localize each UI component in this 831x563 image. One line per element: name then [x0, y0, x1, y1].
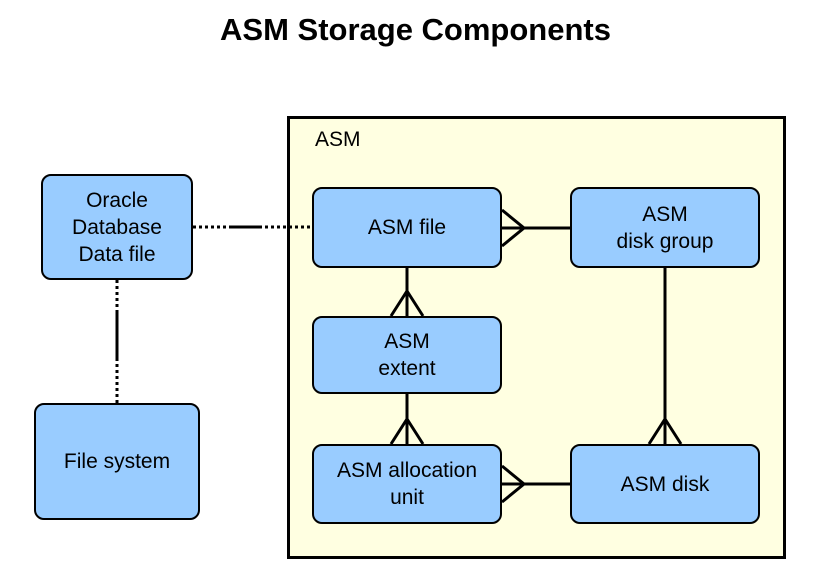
asm-extent-box: ASM extent — [312, 316, 502, 394]
oracle-data-file-label: Oracle Database Data file — [72, 188, 162, 266]
asm-disk-group-label: ASM disk group — [616, 202, 714, 253]
asm-allocation-unit-label: ASM allocation unit — [336, 459, 478, 509]
crowfoot-au-disk — [501, 464, 527, 504]
crowfoot-asmfile-extent — [389, 288, 425, 317]
asm-disk-box: ASM disk — [570, 444, 760, 524]
asm-file-label: ASM file — [367, 216, 447, 239]
crowfoot-asmfile-diskgroup — [501, 208, 527, 248]
crowfoot-extent-au — [389, 416, 425, 445]
asm-extent-label: ASM extent — [378, 330, 436, 380]
file-system-label: File system — [63, 450, 171, 473]
asm-container-label: ASM — [315, 128, 361, 151]
crowfoot-diskgroup-disk — [647, 416, 683, 445]
file-system-box: File system — [34, 403, 200, 520]
diagram-title: ASM Storage Components — [220, 12, 611, 47]
asm-allocation-unit-box: ASM allocation unit — [312, 444, 502, 524]
asm-file-box: ASM file — [312, 187, 502, 268]
oracle-data-file-box: Oracle Database Data file — [41, 174, 193, 280]
asm-disk-group-box: ASM disk group — [570, 187, 760, 268]
asm-disk-label: ASM disk — [620, 472, 710, 496]
